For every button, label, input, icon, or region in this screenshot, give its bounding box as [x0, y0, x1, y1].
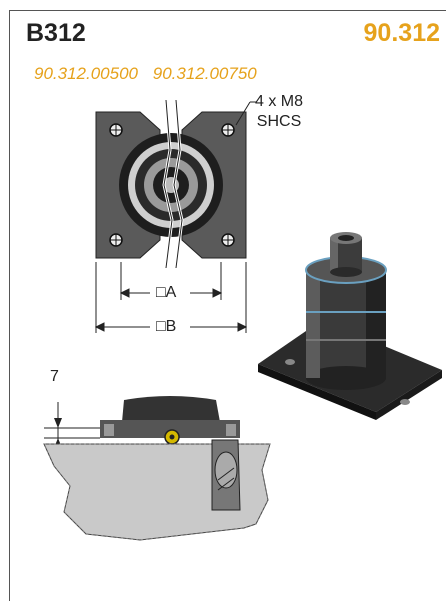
product-isometric: [258, 232, 442, 420]
dimension-b-label: □B: [156, 318, 177, 335]
top-view: [95, 99, 256, 269]
part-number: 90.312.00500: [34, 64, 138, 83]
series-number: 90.312: [363, 19, 440, 47]
height-dimension-label: 7: [50, 368, 59, 385]
part-number-list: 90.312.00500 90.312.00750: [34, 64, 267, 84]
screw-callout-line1: 4 x M8: [255, 93, 304, 110]
screw-callout-line2: SHCS: [256, 113, 302, 130]
section-view: [43, 396, 271, 541]
screw-callout: 4 x M8 SHCS: [255, 92, 303, 132]
part-number: 90.312.00750: [152, 64, 257, 83]
dimension-a-label: □A: [156, 284, 177, 301]
dimension-lines: [94, 262, 248, 333]
model-title: B312: [26, 19, 86, 47]
page-frame: [9, 10, 446, 601]
